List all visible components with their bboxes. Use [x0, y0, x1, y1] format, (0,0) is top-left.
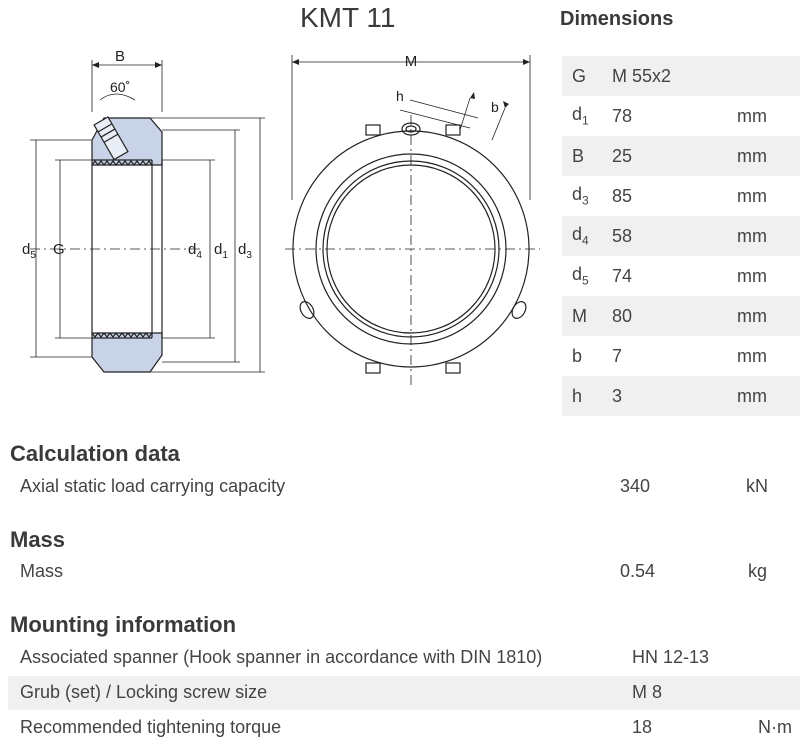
- label-d3: d3: [238, 241, 252, 261]
- dimension-symbol: B: [562, 136, 612, 176]
- dimension-value: 78: [612, 105, 633, 126]
- label-G: G: [53, 241, 65, 258]
- row-value: M 8: [632, 682, 663, 702]
- dimension-value: 58: [612, 216, 737, 256]
- dimension-symbol: d1: [572, 104, 589, 128]
- dimension-unit: mm: [737, 216, 800, 256]
- dimensions-heading: Dimensions: [560, 8, 674, 30]
- dimension-value: 85: [612, 185, 633, 206]
- dimension-symbol: d3: [572, 184, 589, 208]
- section-view: [30, 60, 265, 373]
- dimension-unit: [737, 56, 800, 96]
- technical-drawing: B 60˚ d5 G d4 d1 d3 M h b: [22, 48, 540, 385]
- row-label: Axial static load carrying capacity: [20, 476, 286, 496]
- thread-top: [91, 160, 153, 166]
- row-unit: kN: [746, 476, 768, 496]
- grub-screw: [93, 116, 129, 161]
- product-title: KMT 11: [300, 2, 396, 33]
- label-h: h: [396, 88, 404, 104]
- dimension-symbol: b: [572, 345, 583, 366]
- label-b: b: [491, 99, 499, 115]
- dimension-symbol: h: [562, 376, 612, 416]
- mounting-heading: Mounting information: [10, 612, 237, 637]
- row-value: 340: [620, 476, 651, 496]
- label-d4: d4: [188, 241, 202, 261]
- label-B: B: [115, 48, 125, 65]
- row-value: 18: [632, 717, 653, 737]
- dimension-unit: mm: [737, 376, 800, 416]
- dimension-symbol: d5: [572, 264, 589, 288]
- row-value: HN 12-13: [632, 647, 710, 667]
- dimension-symbol: M: [562, 296, 612, 336]
- label-angle: 60˚: [110, 79, 130, 95]
- label-d5: d5: [22, 241, 36, 261]
- dimension-value: 25: [612, 136, 737, 176]
- label-M: M: [405, 53, 418, 70]
- dimension-unit: mm: [737, 136, 800, 176]
- dimension-unit: mm: [737, 296, 800, 336]
- thread-bottom: [91, 332, 153, 338]
- calculation-heading: Calculation data: [10, 441, 180, 466]
- label-d1: d1: [214, 241, 228, 261]
- mass-heading: Mass: [10, 527, 66, 552]
- row-label: Recommended tightening torque: [20, 717, 282, 737]
- row-unit: N·m: [758, 717, 792, 737]
- row-label: Associated spanner (Hook spanner in acco…: [20, 647, 543, 667]
- mounting-row: Recommended tightening torque 18 N·m: [8, 711, 800, 745]
- mounting-row: Associated spanner (Hook spanner in acco…: [8, 641, 800, 675]
- row-label: Mass: [20, 561, 64, 581]
- dimension-value: 74: [612, 265, 633, 286]
- dimension-value: 3: [612, 376, 737, 416]
- dimension-row: d1 78 mm: [562, 96, 800, 136]
- dimension-unit: mm: [737, 105, 767, 126]
- mounting-row: Grub (set) / Locking screw size M 8: [8, 676, 800, 710]
- front-view: [285, 55, 540, 385]
- dimension-value: 80: [612, 296, 737, 336]
- dimension-unit: mm: [737, 265, 767, 286]
- dimension-symbol: d4: [562, 216, 612, 256]
- calculation-row: Axial static load carrying capacity 340 …: [8, 470, 800, 504]
- dimension-value: M 55x2: [612, 56, 737, 96]
- dimension-symbol: G: [562, 56, 612, 96]
- bottom-section-fill: [91, 332, 163, 373]
- dimension-unit: mm: [737, 185, 767, 206]
- dimension-value: 7: [612, 345, 623, 366]
- row-label: Grub (set) / Locking screw size: [20, 682, 268, 702]
- mass-row: Mass 0.54 kg: [8, 555, 800, 589]
- dimension-row: b 7 mm: [562, 336, 800, 376]
- dimension-row: d3 85 mm: [562, 176, 800, 216]
- dimension-unit: mm: [737, 345, 767, 366]
- dimension-row: d5 74 mm: [562, 256, 800, 296]
- row-unit: kg: [748, 561, 768, 581]
- row-value: 0.54: [620, 561, 656, 581]
